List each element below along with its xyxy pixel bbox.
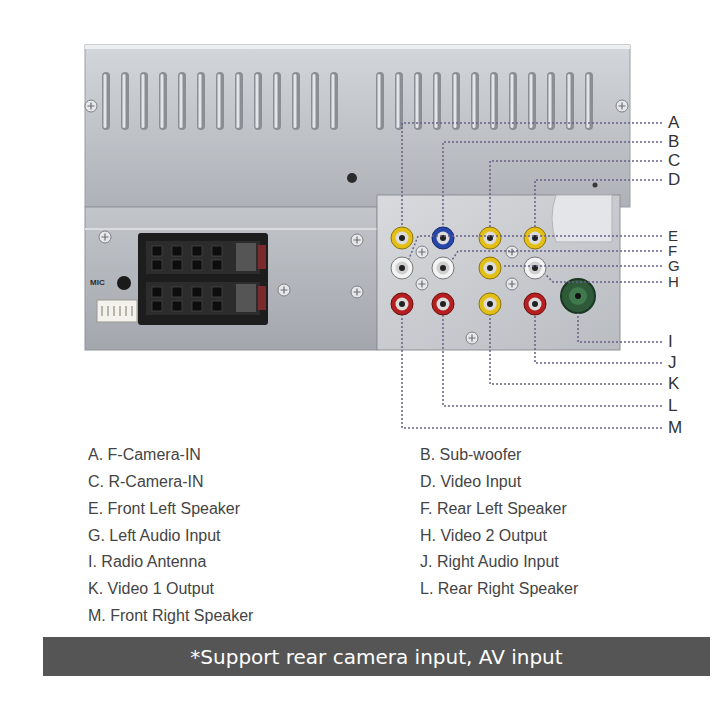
panel-bulge (552, 195, 612, 242)
callout-letter: H (668, 273, 679, 290)
callout-letter: L (668, 396, 677, 416)
legend-entry: D. Video Input (420, 473, 521, 491)
rca-panel (377, 195, 620, 350)
chassis (85, 207, 377, 350)
legend-entry: G. Left Audio Input (88, 527, 221, 545)
callout-letter: F (668, 242, 677, 259)
hole (593, 183, 598, 188)
hole (347, 173, 357, 183)
legend-entry: A. F-Camera-IN (88, 446, 201, 464)
callout-letter: M (668, 418, 682, 438)
legend-entry: E. Front Left Speaker (88, 500, 240, 518)
legend-entry: C. R-Camera-IN (88, 473, 204, 491)
callout-letter: K (668, 374, 679, 394)
legend-entry: I. Radio Antenna (88, 553, 206, 571)
vent-slots (102, 72, 593, 130)
port-label: MIC (90, 278, 105, 287)
plate-edge (85, 45, 630, 49)
callout-letter: A (668, 113, 679, 133)
top-plate (85, 45, 630, 207)
screws (85, 100, 628, 344)
iso-connector (138, 233, 268, 325)
legend-entry: M. Front Right Speaker (88, 607, 253, 625)
callout-letter: D (668, 170, 680, 190)
callout-letter: G (668, 257, 680, 274)
white-plug (97, 300, 137, 322)
note-text: *Support rear camera input, AV input (190, 645, 562, 669)
callout-letter: E (668, 227, 678, 244)
legend-entry: F. Rear Left Speaker (420, 500, 567, 518)
chassis-edge (85, 228, 377, 230)
rca-jacks (391, 227, 546, 315)
callout-letter: B (668, 132, 679, 152)
legend-entry: B. Sub-woofer (420, 446, 521, 464)
callout-letter: C (668, 151, 680, 171)
callout-letter: I (668, 332, 673, 352)
legend-entry: K. Video 1 Output (88, 580, 214, 598)
leader-lines (402, 123, 662, 428)
legend-entry: H. Video 2 Output (420, 527, 547, 545)
legend-entry: L. Rear Right Speaker (420, 580, 578, 598)
mic-jack (117, 276, 131, 290)
antenna-socket (561, 279, 595, 313)
note-band: *Support rear camera input, AV input (43, 637, 710, 676)
callout-letter: J (668, 353, 677, 373)
legend-entry: J. Right Audio Input (420, 553, 559, 571)
